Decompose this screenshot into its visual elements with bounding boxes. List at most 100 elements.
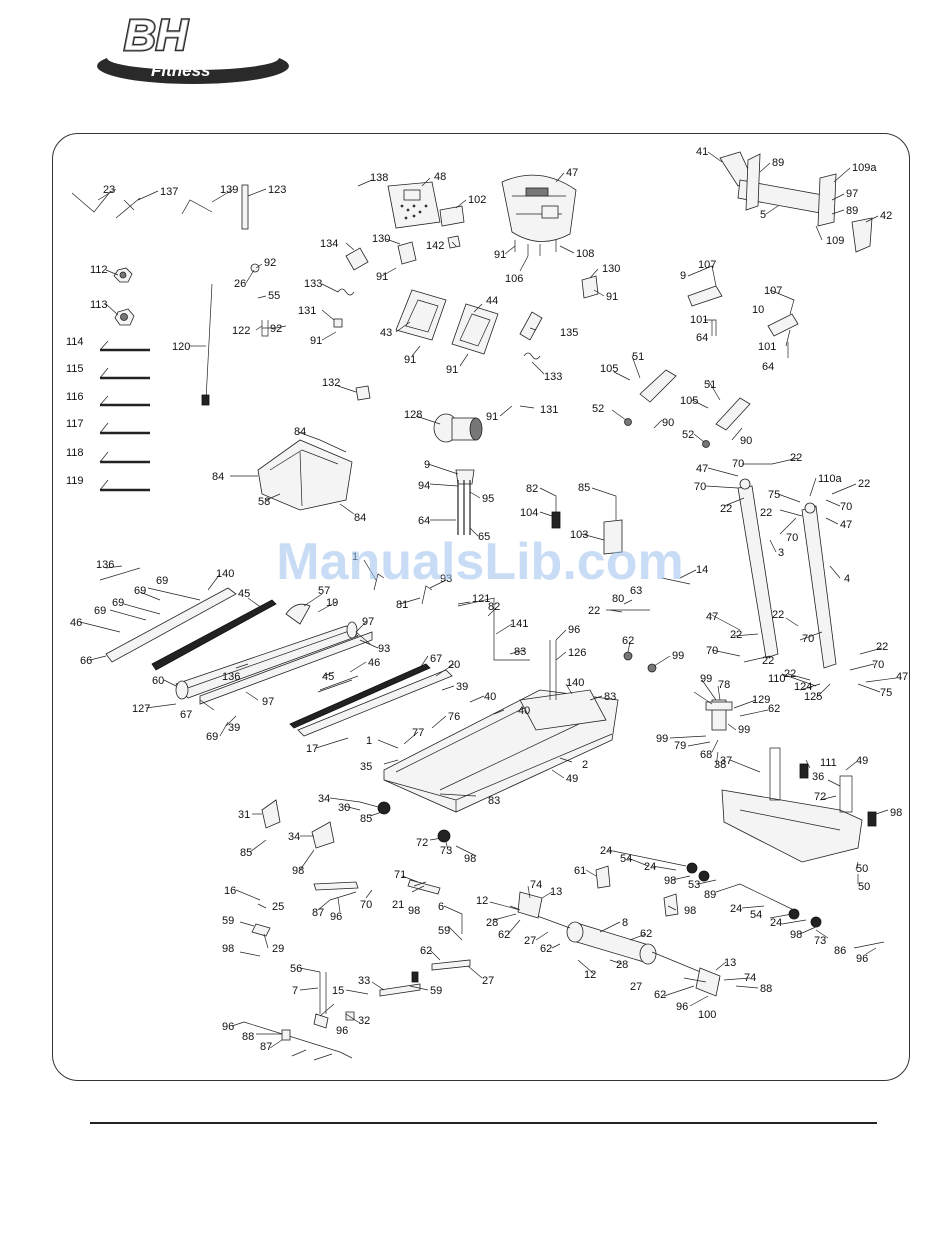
callout-label: 35: [360, 761, 372, 773]
callout-label: 91: [404, 354, 416, 366]
callout-label: 27: [524, 935, 536, 947]
callout-label: 55: [268, 290, 280, 302]
callout-label: 76: [448, 711, 460, 723]
callout-label: 98: [292, 865, 304, 877]
callout-label: 84: [212, 471, 224, 483]
callout-label: 62: [622, 635, 634, 647]
callout-label: 138: [370, 172, 388, 184]
callout-label: 22: [790, 452, 802, 464]
callout-label: 63: [630, 585, 642, 597]
callout-label: 1: [366, 735, 372, 747]
callout-label: 140: [566, 677, 584, 689]
callout-label: 58: [258, 496, 270, 508]
callout-label: 98: [890, 807, 902, 819]
callout-label: 96: [330, 911, 342, 923]
callout-label: 37: [720, 755, 732, 767]
callout-label: 47: [840, 519, 852, 531]
callout-label: 101: [758, 341, 776, 353]
callout-label: 113: [90, 299, 108, 311]
callout-label: 96: [568, 624, 580, 636]
callout-label: 51: [632, 351, 644, 363]
callout-label: 22: [858, 478, 870, 490]
callout-label: 93: [440, 573, 452, 585]
callout-label: 101: [690, 314, 708, 326]
callout-label: 105: [600, 363, 618, 375]
callout-label: 40: [484, 691, 496, 703]
callout-label: 1: [352, 551, 358, 563]
callout-label: 88: [760, 983, 772, 995]
callout-label: 97: [362, 616, 374, 628]
callout-label: 133: [304, 278, 322, 290]
footer-divider: [90, 1122, 877, 1124]
callout-label: 46: [70, 617, 82, 629]
callout-label: 14: [696, 564, 708, 576]
callout-label: 97: [846, 188, 858, 200]
callout-label: 105: [680, 395, 698, 407]
callout-label: 27: [630, 981, 642, 993]
callout-label: 47: [566, 167, 578, 179]
callout-label: 97: [262, 696, 274, 708]
callout-label: 91: [446, 364, 458, 376]
callout-label: 8: [622, 917, 628, 929]
callout-label: 75: [880, 687, 892, 699]
leader-lines: [79, 151, 897, 1061]
callout-label: 85: [240, 847, 252, 859]
callout-label: 110: [768, 673, 786, 685]
callout-label: 78: [718, 679, 730, 691]
callout-label: 64: [696, 332, 708, 344]
svg-text:BH: BH: [124, 11, 189, 60]
part-shapes: [71, 151, 877, 1053]
callout-label: 30: [338, 802, 350, 814]
callout-label: 131: [298, 305, 316, 317]
callout-label: 133: [544, 371, 562, 383]
callout-label: 136: [222, 671, 240, 683]
callout-label: 52: [592, 403, 604, 415]
callout-label: 124: [794, 681, 812, 693]
callout-label: 77: [412, 727, 424, 739]
callout-label: 85: [360, 813, 372, 825]
callout-label: 139: [220, 184, 238, 196]
callout-label: 91: [376, 271, 388, 283]
callout-label: 67: [180, 709, 192, 721]
callout-label: 98: [684, 905, 696, 917]
callout-label: 7: [292, 985, 298, 997]
callout-label: 17: [306, 743, 318, 755]
callout-label: 118: [66, 447, 84, 459]
callout-label: 140: [216, 568, 234, 580]
callout-label: 50: [858, 881, 870, 893]
callout-label: 98: [222, 943, 234, 955]
callout-label: 64: [418, 515, 430, 527]
callout-label: 99: [738, 724, 750, 736]
callout-label: 24: [644, 861, 656, 873]
callout-label: 13: [724, 957, 736, 969]
callout-label: 83: [514, 646, 526, 658]
callout-label: 75: [768, 489, 780, 501]
callout-label: 90: [662, 417, 674, 429]
callout-label: 56: [290, 963, 302, 975]
callout-label: 121: [472, 593, 490, 605]
callout-label: 85: [578, 482, 590, 494]
callout-label: 111: [820, 757, 837, 769]
callout-label: 46: [368, 657, 380, 669]
callout-label: 141: [510, 618, 528, 630]
callout-label: 40: [518, 705, 530, 717]
callout-label: 96: [676, 1001, 688, 1013]
callout-label: 69: [94, 605, 106, 617]
callout-label: 39: [456, 681, 468, 693]
callout-label: 83: [604, 691, 616, 703]
callout-label: 22: [760, 507, 772, 519]
callout-label: 10: [752, 304, 764, 316]
callout-label: 70: [732, 458, 744, 470]
callout-label: 22: [876, 641, 888, 653]
callout-label: 9: [680, 270, 686, 282]
callout-label: 28: [486, 917, 498, 929]
callout-label: 22: [762, 655, 774, 667]
callout-label: 54: [620, 853, 632, 865]
callout-label: 87: [312, 907, 324, 919]
svg-text:BH: BH: [124, 11, 189, 60]
callout-label: 107: [764, 285, 782, 297]
callout-label: 16: [224, 885, 236, 897]
callout-label: 115: [66, 363, 84, 375]
callout-labels: 23 137 139 123 138 48 102 47 41 89 109a …: [66, 146, 908, 1053]
callout-label: 74: [530, 879, 542, 891]
